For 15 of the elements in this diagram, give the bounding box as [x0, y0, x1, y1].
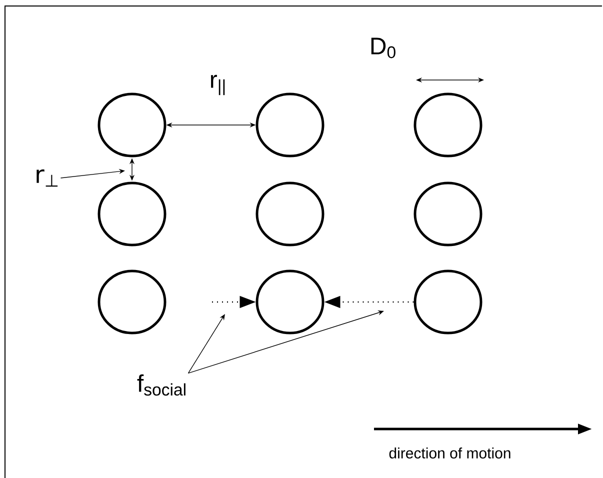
particle-circle — [414, 270, 482, 334]
symbol-label: direction of motion — [389, 447, 510, 458]
particle-circle — [256, 92, 324, 158]
edge-label: r$_{||}$ — [211, 74, 225, 96]
particle-circle — [98, 92, 166, 158]
particle-circle — [256, 182, 324, 246]
particle-circle — [98, 182, 166, 246]
particle-circle — [256, 270, 324, 334]
particle-circle — [414, 92, 482, 158]
particle-circle — [98, 270, 166, 334]
symbol-label: D$_{0}$ — [371, 38, 396, 58]
symbol-label: r$_{⊥}$ — [36, 169, 58, 187]
particle-circle — [414, 182, 482, 246]
leader-line — [188, 314, 225, 374]
symbol-label: f$_{social}$ — [137, 374, 186, 396]
